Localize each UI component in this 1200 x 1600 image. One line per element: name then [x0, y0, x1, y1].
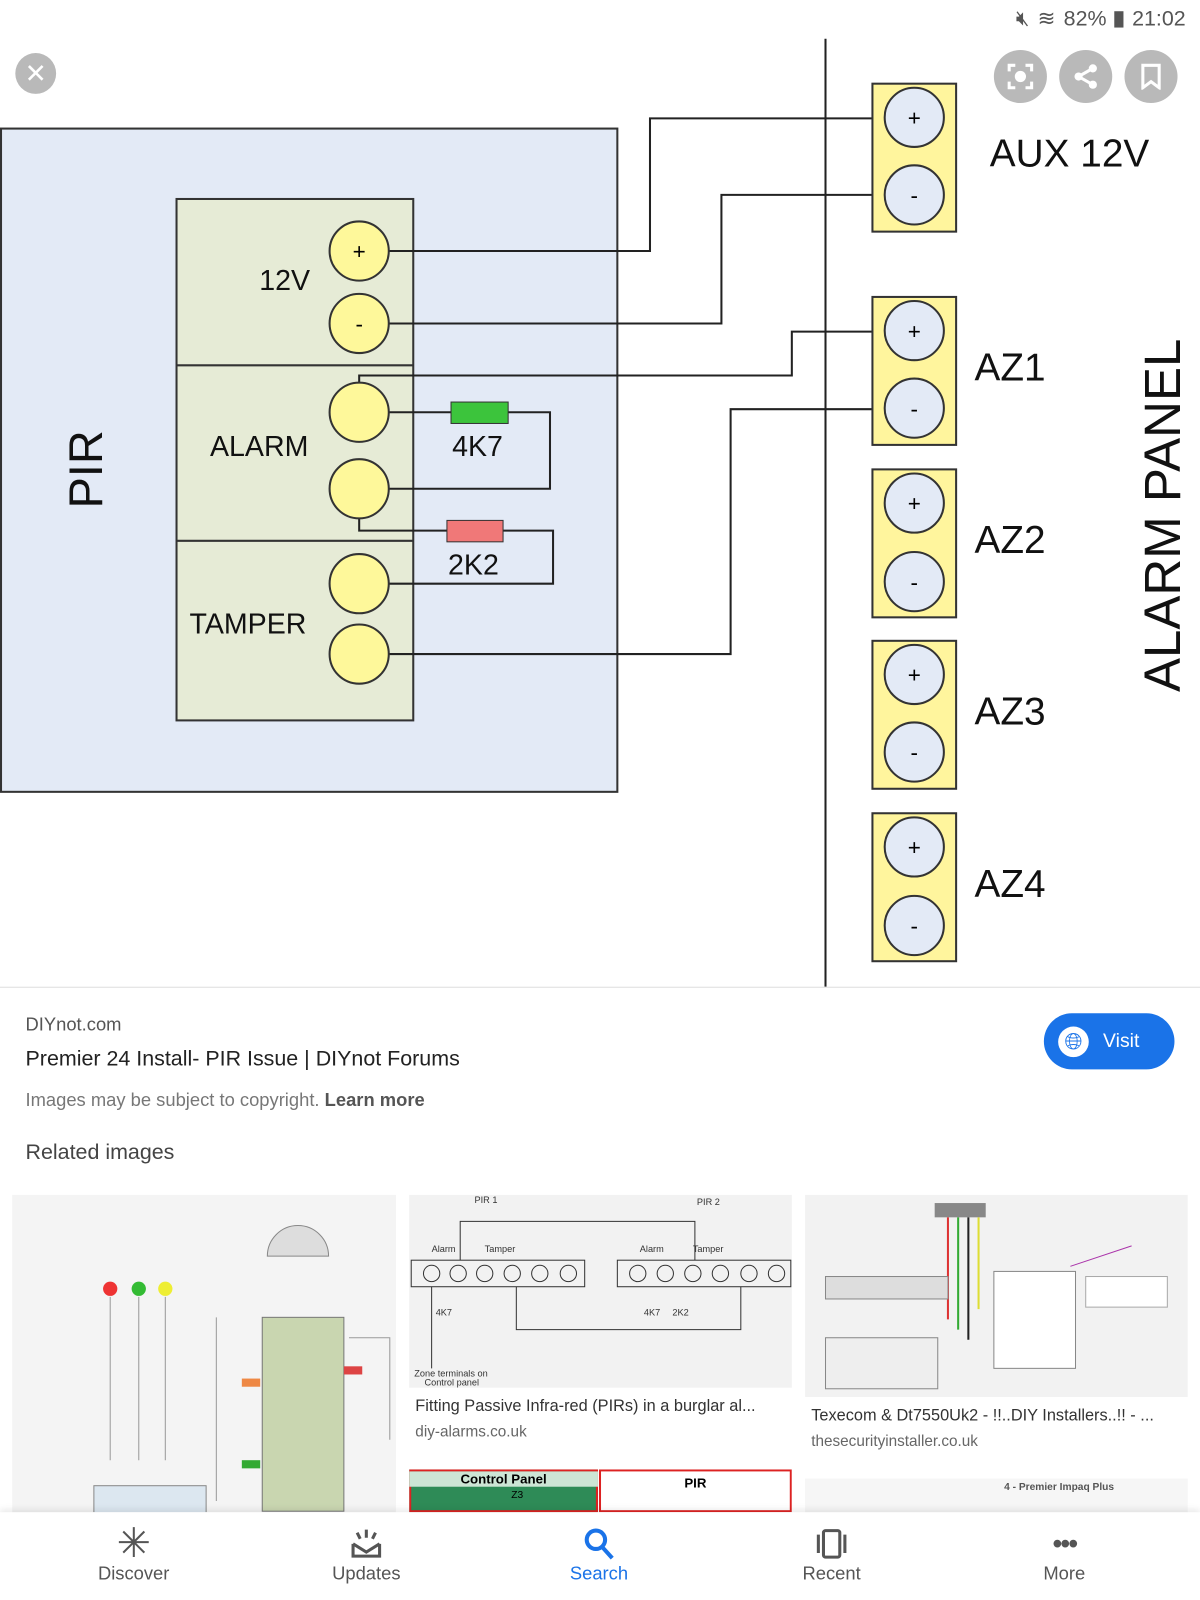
- copyright-text: Images may be subject to copyright.: [25, 1089, 320, 1111]
- panel-terminal-node: [883, 377, 945, 439]
- updates-icon: [305, 1524, 427, 1563]
- panel-terminal-node: [883, 164, 945, 226]
- globe-icon: 🌐︎: [1058, 1026, 1089, 1057]
- svg-text:4K7: 4K7: [644, 1307, 660, 1317]
- svg-text:Alarm: Alarm: [432, 1244, 456, 1254]
- node-polarity: -: [911, 183, 918, 208]
- node-polarity: +: [908, 106, 921, 131]
- node-polarity: +: [908, 835, 921, 860]
- related-image-5[interactable]: 4 - Premier Impaq Plus: [805, 1478, 1188, 1513]
- related-image-2[interactable]: PIR 1 PIR 2 Alarm Tamper Alarm Tamper 4K7 4K…: [409, 1194, 792, 1388]
- pir-terminal-node: [328, 292, 390, 355]
- node-polarity: -: [911, 740, 918, 765]
- wiring-diagram: +- +-+-+-+-+- PIR ALARM PANEL 12V ALARM …: [0, 38, 1191, 987]
- nav-recent[interactable]: Recent: [770, 1524, 892, 1584]
- panel-terminal-node: [883, 894, 945, 957]
- resistor-label-4k7: 4K7: [452, 431, 503, 463]
- share-icon[interactable]: [1059, 49, 1113, 104]
- pir-terminal-node: [328, 458, 390, 520]
- visit-label: Visit: [1103, 1030, 1140, 1052]
- terminal-label-az4: AZ4: [974, 863, 1045, 906]
- node-polarity: -: [911, 570, 918, 595]
- pir-terminal-node: [328, 220, 390, 282]
- terminal-label-aux: AUX 12V: [990, 132, 1150, 175]
- bookmark-icon[interactable]: [1124, 49, 1178, 104]
- panel-terminal-node: [883, 721, 945, 783]
- section-tamper: TAMPER: [190, 609, 307, 641]
- section-alarm: ALARM: [210, 431, 308, 463]
- related-source-2: diy-alarms.co.uk: [415, 1423, 527, 1441]
- panel-terminal-node: [883, 472, 945, 534]
- recent-icon: [770, 1524, 892, 1563]
- nav-search[interactable]: Search: [538, 1524, 660, 1584]
- terminal-label-az3: AZ3: [974, 690, 1045, 733]
- related-heading: Related images: [25, 1140, 175, 1165]
- panel-terminal-node: [883, 643, 945, 706]
- search-icon: [538, 1524, 660, 1563]
- resistor-4k7: [450, 401, 509, 424]
- svg-text:Tamper: Tamper: [693, 1244, 724, 1254]
- nav-discover[interactable]: ✳︎Discover: [72, 1521, 194, 1584]
- pir-terminal-node: [328, 553, 390, 615]
- bottom-nav: ✳︎Discover Updates Search Recent •••More: [0, 1512, 1200, 1600]
- terminal-label-az1: AZ1: [974, 347, 1045, 390]
- related-caption-2[interactable]: Fitting Passive Infra-red (PIRs) in a bu…: [415, 1397, 756, 1416]
- alarm-panel-label: ALARM PANEL: [1134, 339, 1191, 692]
- resistor-2k2: [446, 519, 504, 543]
- clock: 21:02: [1132, 6, 1186, 31]
- lens-icon[interactable]: [993, 49, 1047, 104]
- node-polarity: +: [908, 663, 921, 688]
- asterisk-icon: ✳︎: [116, 1521, 151, 1567]
- svg-text:Zone terminals on: Zone terminals on: [414, 1369, 487, 1379]
- divider: [0, 986, 1200, 988]
- battery-icon: [1114, 10, 1124, 28]
- wires: [358, 117, 884, 656]
- result-title[interactable]: Premier 24 Install- PIR Issue | DIYnot F…: [25, 1046, 460, 1071]
- terminal-label-az2: AZ2: [974, 519, 1045, 562]
- related-caption-3[interactable]: Texecom & Dt7550Uk2 - !!..DIY Installers…: [811, 1407, 1154, 1425]
- close-icon[interactable]: ✕: [15, 53, 57, 94]
- panel-terminal-node: [883, 551, 945, 613]
- learn-more-link[interactable]: Learn more: [324, 1089, 425, 1111]
- status-bar: 🔇︎ ≋ 82% 21:02: [1016, 6, 1186, 32]
- related-image-4[interactable]: Control Panel Z3 PIR: [409, 1469, 792, 1513]
- panel-terminal-node: [883, 816, 945, 878]
- svg-text:2K2: 2K2: [672, 1307, 688, 1317]
- pir-label: PIR: [60, 430, 112, 508]
- svg-text:4K7: 4K7: [436, 1307, 452, 1317]
- svg-text:Control panel: Control panel: [424, 1378, 479, 1388]
- mute-icon: 🔇︎: [1015, 6, 1030, 31]
- related-source-3: thesecurityinstaller.co.uk: [811, 1432, 978, 1450]
- svg-text:PIR 2: PIR 2: [697, 1197, 720, 1207]
- svg-text:PIR 1: PIR 1: [474, 1195, 497, 1205]
- svg-text:Tamper: Tamper: [485, 1244, 516, 1254]
- resistor-label-2k2: 2K2: [448, 549, 499, 581]
- more-icon: •••: [1052, 1527, 1078, 1560]
- node-polarity: +: [908, 319, 921, 344]
- pir-terminal-node: [328, 381, 390, 443]
- battery-percent: 82%: [1063, 6, 1107, 31]
- section-12v: 12V: [259, 265, 310, 297]
- node-polarity: -: [355, 312, 362, 337]
- node-polarity: +: [353, 239, 366, 264]
- wifi-icon: ≋: [1037, 7, 1056, 31]
- svg-text:Alarm: Alarm: [640, 1244, 664, 1254]
- node-polarity: -: [911, 396, 918, 421]
- node-polarity: +: [908, 491, 921, 516]
- panel-terminal-node: [883, 86, 945, 148]
- nav-updates[interactable]: Updates: [305, 1524, 427, 1584]
- related-image-1[interactable]: [12, 1194, 396, 1513]
- node-polarity: -: [911, 914, 918, 939]
- result-source[interactable]: DIYnot.com: [25, 1014, 122, 1035]
- copyright-notice: Images may be subject to copyright. Lear…: [26, 1090, 425, 1111]
- panel-terminal-node: [883, 299, 945, 362]
- nav-more[interactable]: •••More: [1003, 1524, 1125, 1584]
- visit-button[interactable]: 🌐︎ Visit: [1043, 1013, 1175, 1070]
- pir-terminal-node: [328, 623, 390, 685]
- related-image-3[interactable]: [805, 1194, 1188, 1397]
